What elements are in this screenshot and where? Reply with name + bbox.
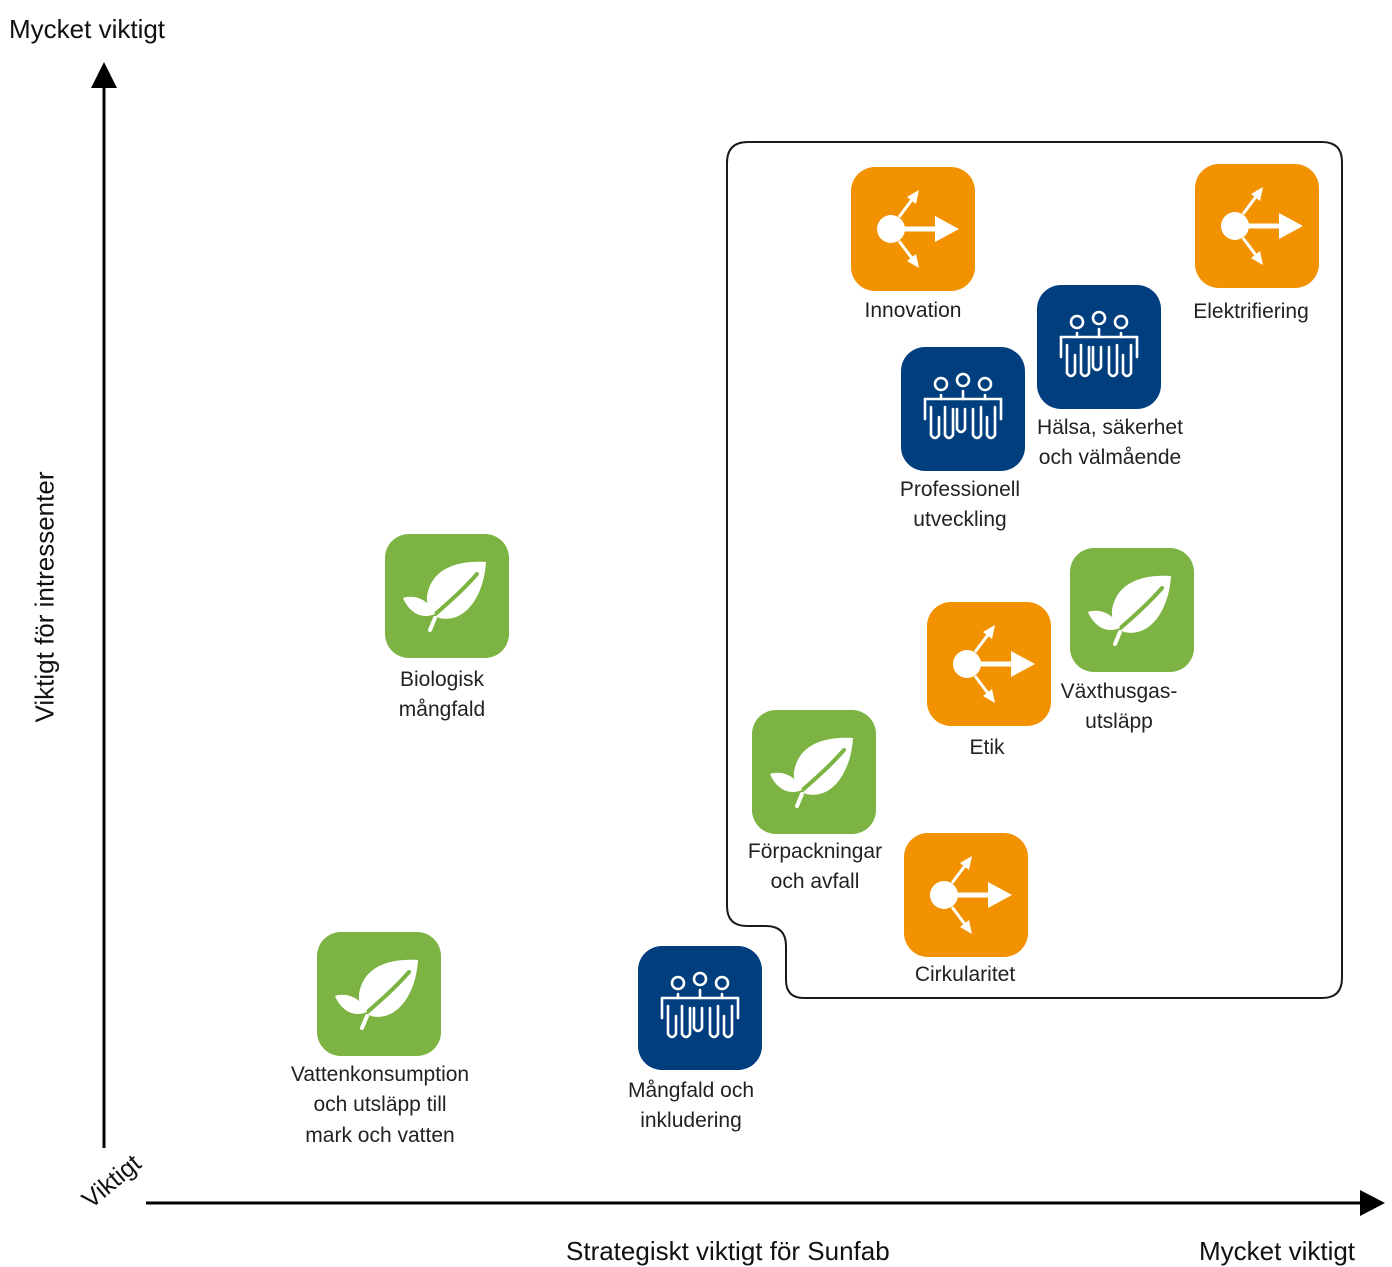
topic-label-line: utveckling (913, 508, 1007, 532)
topic-label-line: och välmående (1038, 446, 1182, 470)
topic-label-forpackningar: Förpackningar och avfall (725, 837, 905, 898)
topic-label-line: Cirkularitet (914, 963, 1016, 986)
topic-tile-cirkularitet (904, 833, 1028, 957)
topic-label-professionell: Professionell utveckling (870, 475, 1050, 536)
topic-tile-elektrifiering (1195, 164, 1319, 288)
y-axis-arrowhead (91, 62, 117, 88)
topic-tile-halsa (1037, 285, 1161, 409)
topic-label-line: inkludering (640, 1109, 742, 1133)
topic-label-line: Innovation (864, 299, 962, 322)
x-axis-right-label: Mycket viktigt (1199, 1236, 1356, 1266)
topic-label-elektrifiering: Elektrifiering (1166, 297, 1336, 327)
leaf-icon (335, 959, 418, 1030)
topic-label-line: och avfall (770, 870, 860, 894)
priority-region-outline (726, 141, 1343, 999)
topic-label-vaxthusgas: Växthusgas-utsläpp (1034, 677, 1204, 738)
topic-label-line: Växthusgas- (1060, 680, 1178, 703)
y-axis-top-label: Mycket viktigt (9, 14, 166, 44)
topic-tile-vaxthusgas (1070, 548, 1194, 672)
people-icon (923, 372, 1003, 440)
topic-label-vattenkonsumption: Vattenkonsumption och utsläpp till mark oc… (270, 1060, 490, 1151)
topic-tile-biologisk (385, 534, 509, 658)
people-icon (660, 971, 740, 1039)
topic-label-line: Biologisk (399, 668, 485, 691)
people-icon (1059, 310, 1139, 378)
topic-label-cirkularitet: Cirkularitet (885, 960, 1045, 990)
branching-arrows-icon (930, 856, 1012, 934)
topic-label-biologisk: Biologisk mångfald (362, 665, 522, 726)
topic-label-line: mångfald (398, 698, 486, 722)
topic-label-line: Hälsa, säkerhet (1037, 416, 1183, 439)
y-axis-title: Viktigt för intressenter (29, 471, 60, 723)
topic-label-halsa: Hälsa, säkerhet och välmående (1015, 413, 1205, 474)
topic-label-etik: Etik (927, 733, 1047, 763)
x-axis-arrowhead (1360, 1190, 1385, 1216)
x-axis-title: Strategiskt viktigt för Sunfab (566, 1236, 890, 1266)
topic-label-line: och utsläpp till (313, 1093, 447, 1117)
topic-label-line: Elektrifiering (1193, 300, 1309, 323)
topic-label-line: Mångfald och (627, 1079, 755, 1102)
branching-arrows-icon (1221, 187, 1303, 265)
topic-label-line: Professionell (899, 478, 1021, 501)
branching-arrows-icon (953, 625, 1035, 703)
topic-tile-vattenkonsumption (317, 932, 441, 1056)
branching-arrows-icon (877, 190, 959, 268)
topic-label-line: mark och vatten (305, 1123, 455, 1147)
topic-tile-innovation (851, 167, 975, 291)
topic-tile-etik (927, 602, 1051, 726)
leaf-icon (1088, 575, 1171, 646)
topic-tile-mangfald (638, 946, 762, 1070)
topic-label-innovation: Innovation (828, 296, 998, 326)
topic-label-line: Etik (969, 736, 1005, 759)
leaf-icon (770, 737, 853, 808)
topic-tile-professionell (901, 347, 1025, 471)
topic-label-line: Vattenkonsumption (290, 1063, 470, 1086)
leaf-icon (403, 561, 486, 632)
topic-label-mangfald: Mångfald och inkludering (601, 1076, 781, 1137)
topic-label-line: utsläpp (1085, 710, 1153, 734)
topic-label-line: Förpackningar (747, 840, 883, 863)
topic-tile-forpackningar (752, 710, 876, 834)
